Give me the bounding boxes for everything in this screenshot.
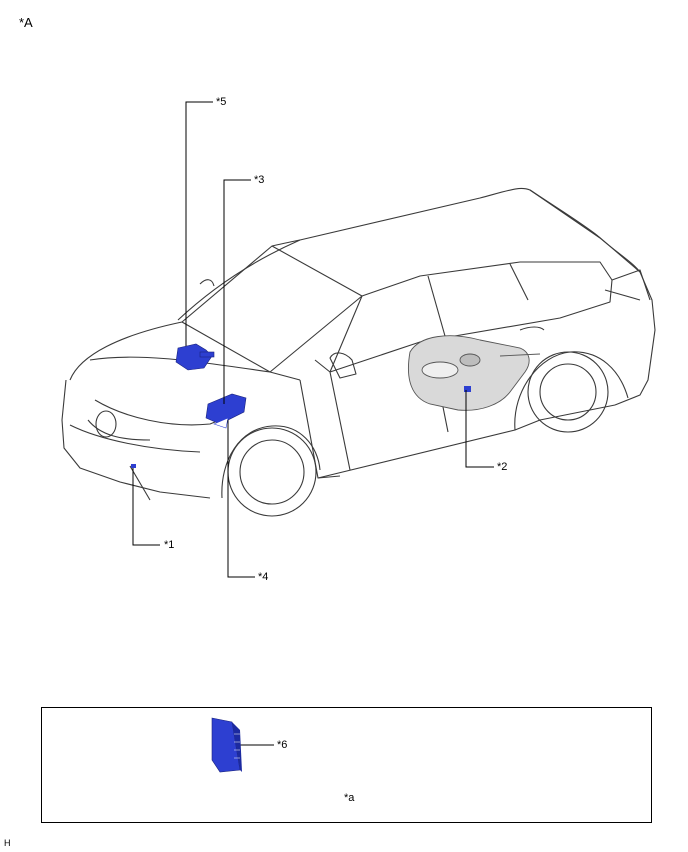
footer-code: H [4, 838, 11, 848]
fuel-tank [407, 335, 541, 411]
callout-2: *2 [497, 461, 508, 473]
view-label: *A [19, 15, 33, 30]
car-outline [61, 187, 656, 517]
callout-5: *5 [216, 96, 227, 108]
callout-3: *3 [254, 174, 265, 186]
callout-6: *6 [277, 739, 288, 751]
inset-label: *a [344, 792, 355, 804]
part-2-sensor [464, 386, 471, 392]
leader-line-2 [465, 390, 494, 468]
part-3-4-unit [205, 393, 247, 429]
leader-line-5 [185, 101, 213, 346]
leader-line-4 [227, 420, 255, 578]
part-6-ecu [211, 717, 242, 773]
part-5-assembly [175, 343, 215, 371]
leader-line-1 [132, 468, 160, 546]
callout-4: *4 [258, 571, 269, 583]
inset-box [41, 707, 652, 823]
leader-line-3 [223, 179, 251, 404]
callout-1: *1 [164, 539, 175, 551]
part-1-sensor [131, 464, 136, 468]
leader-lines [132, 101, 494, 746]
